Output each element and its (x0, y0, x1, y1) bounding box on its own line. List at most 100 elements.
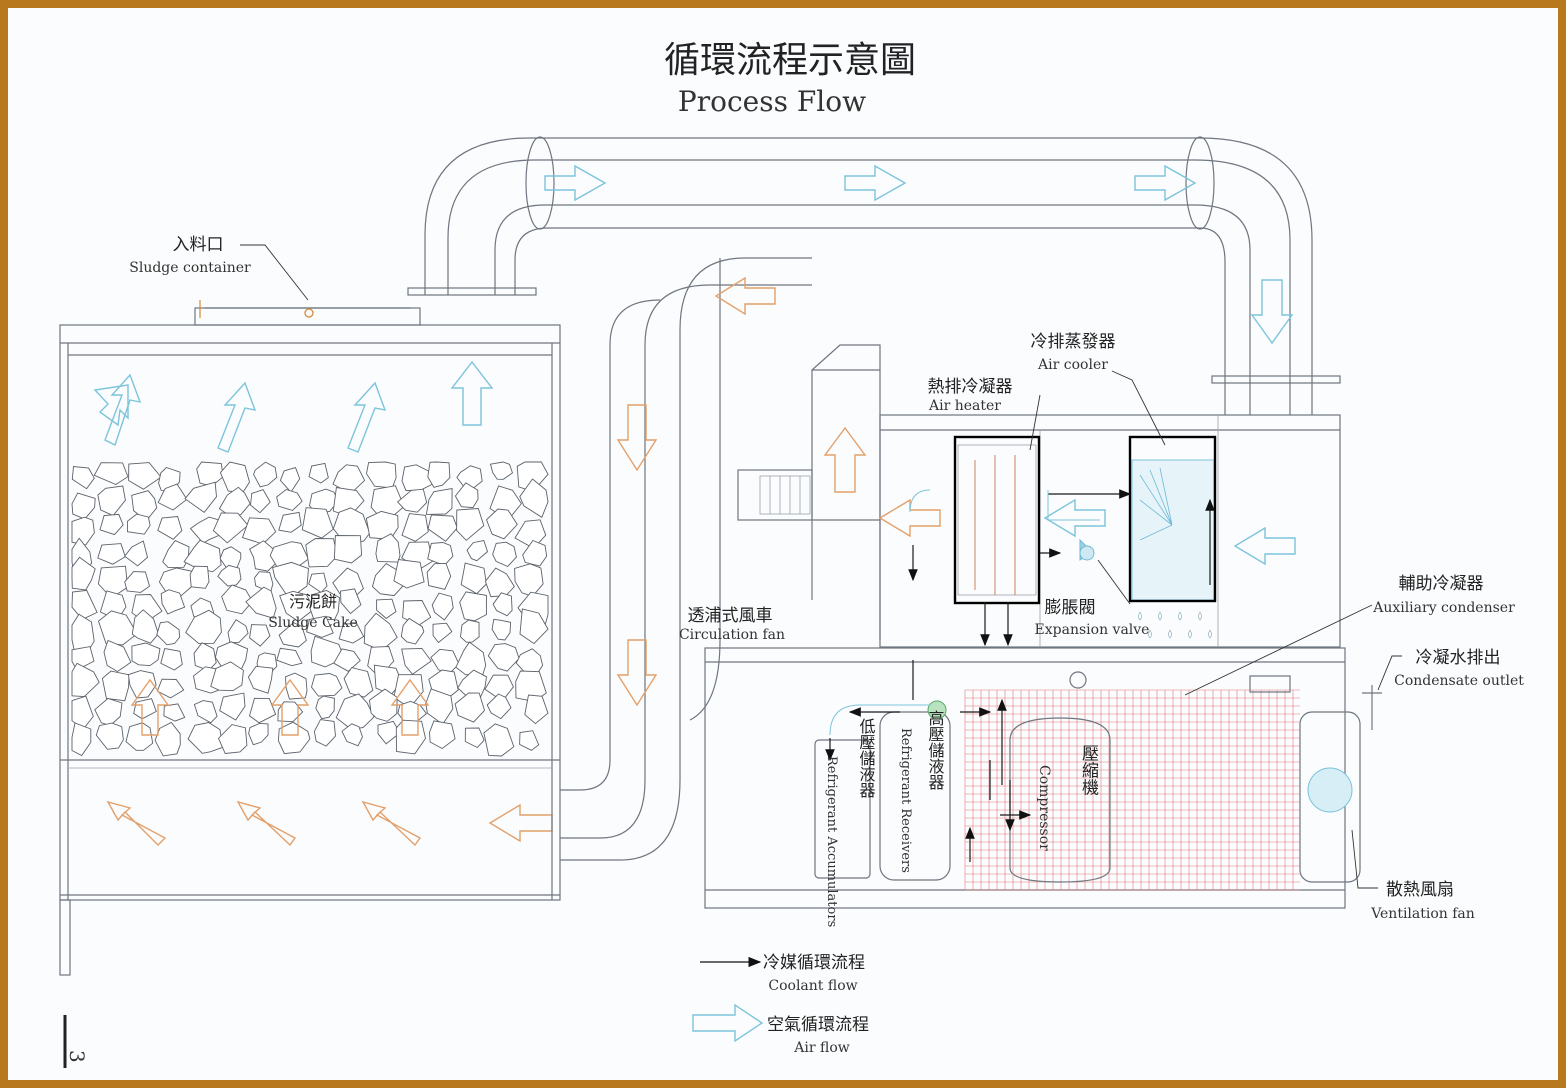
sludge-rock (484, 567, 515, 598)
sludge-rock (333, 535, 363, 564)
label-air-cooler-zh: 冷排蒸發器 (1031, 332, 1116, 352)
sludge-rock (369, 688, 398, 722)
sludge-rock (522, 539, 548, 567)
sludge-rock (160, 589, 186, 615)
sludge-rock (427, 514, 458, 542)
sludge-rock (341, 723, 363, 747)
sludge-rock (97, 543, 126, 565)
label-sludge-container-en: Sludge container (129, 260, 251, 276)
sludge-rock (486, 693, 512, 720)
sludge-rock (227, 619, 249, 644)
sludge-rock (131, 609, 159, 644)
sludge-rock (124, 571, 151, 593)
sludge-rock (363, 612, 398, 652)
sludge-rock (103, 639, 132, 673)
label-compressor-en: Compressor (1036, 765, 1052, 851)
sludge-rock (401, 647, 432, 675)
sludge-rock (219, 692, 246, 721)
sludge-rock (492, 592, 513, 617)
legend-air-arrow (692, 1003, 764, 1043)
sludge-rock (514, 563, 544, 597)
sludge-air-arrow (130, 678, 170, 736)
sludge-rock (375, 533, 401, 563)
legend-coolant-zh: 冷媒循環流程 (763, 953, 865, 973)
sludge-rock (460, 619, 480, 643)
sludge-rock (219, 461, 250, 494)
sludge-air-arrow (390, 678, 430, 736)
label-receivers-en: Refrigerant Receivers (898, 728, 913, 873)
label-auxiliary-condenser-en: Auxiliary condenser (1372, 600, 1515, 616)
label-receivers-zh: 高壓儲液器 (926, 710, 945, 790)
sludge-rock (93, 462, 129, 486)
sludge-rock (340, 588, 362, 615)
label-auxiliary-condenser-zh: 輔助冷凝器 (1399, 574, 1484, 594)
title-en: Process Flow (678, 85, 866, 118)
label-compressor-zh: 壓縮機 (1078, 745, 1099, 797)
sludge-rock (426, 562, 452, 590)
sludge-rock (396, 488, 428, 513)
sludge-rock (162, 540, 190, 568)
sludge-rock (183, 539, 222, 573)
sludge-rock (489, 461, 514, 480)
sludge-rock (71, 492, 96, 520)
sludge-box-airflow (93, 360, 494, 847)
sludge-rock (276, 488, 303, 511)
sludge-rock (301, 507, 334, 539)
sludge-rock (492, 541, 517, 568)
sludge-rock (95, 722, 124, 750)
upper-housing (878, 414, 1341, 648)
sludge-rock (71, 722, 92, 757)
sludge-rock (432, 622, 453, 644)
label-expansion-valve-zh: 膨脹閥 (1045, 598, 1096, 618)
sludge-rock (131, 642, 161, 667)
sludge-rock (487, 643, 520, 672)
sludge-rock (366, 461, 397, 489)
sludge-rock (133, 698, 157, 720)
sludge-rock (253, 461, 278, 488)
lower-housing (704, 647, 1382, 909)
sludge-rock (425, 487, 453, 515)
sludge-rock (160, 647, 183, 671)
sludge-rock (276, 647, 303, 667)
sludge-rock (365, 510, 399, 540)
sludge-rock (94, 697, 123, 727)
label-air-cooler-en: Air cooler (1037, 357, 1108, 373)
sludge-rock (245, 586, 277, 619)
sludge-rock (101, 670, 130, 702)
label-accumulators-en: Refrigerant Accumulators (824, 756, 839, 927)
sludge-rock (196, 461, 224, 487)
sludge-rock (285, 672, 308, 700)
sludge-rock (156, 678, 185, 699)
sludge-box (59, 300, 561, 976)
circulation-fan (737, 344, 881, 640)
sludge-air-arrow (270, 678, 310, 736)
sludge-rock (126, 513, 151, 535)
label-expansion-valve-en: Expansion valve (1035, 622, 1150, 638)
sludge-rock (313, 719, 336, 747)
legend-air-zh: 空氣循環流程 (767, 1015, 869, 1035)
sludge-rock (431, 592, 454, 621)
sludge-rock (483, 723, 515, 757)
sludge-rock (210, 661, 244, 692)
sludge-rock (400, 617, 425, 645)
sludge-rock (154, 721, 181, 757)
page-number: 3 (65, 1050, 89, 1063)
legend: 冷媒循環流程 Coolant flow 空氣循環流程 Air flow (692, 953, 869, 1056)
sludge-rock (124, 540, 149, 567)
sludge-rock (393, 559, 425, 589)
sludge-rock (373, 664, 403, 696)
label-sludge-cake-zh: 污泥餅 (289, 592, 337, 611)
sludge-rock (308, 462, 329, 484)
label-air-heater-en: Air heater (928, 398, 1001, 414)
label-circulation-fan-en: Circulation fan (679, 627, 785, 643)
label-condensate-outlet-zh: 冷凝水排出 (1416, 648, 1501, 668)
label-sludge-cake-en: Sludge Cake (268, 615, 358, 631)
sludge-rock (187, 722, 223, 754)
auxiliary-condenser-grid (964, 689, 1300, 891)
sludge-rock (519, 730, 540, 751)
sludge-rock (97, 610, 138, 646)
sludge-rock (125, 722, 154, 751)
sludge-rock (189, 565, 210, 589)
title-zh: 循環流程示意圖 (664, 40, 916, 81)
